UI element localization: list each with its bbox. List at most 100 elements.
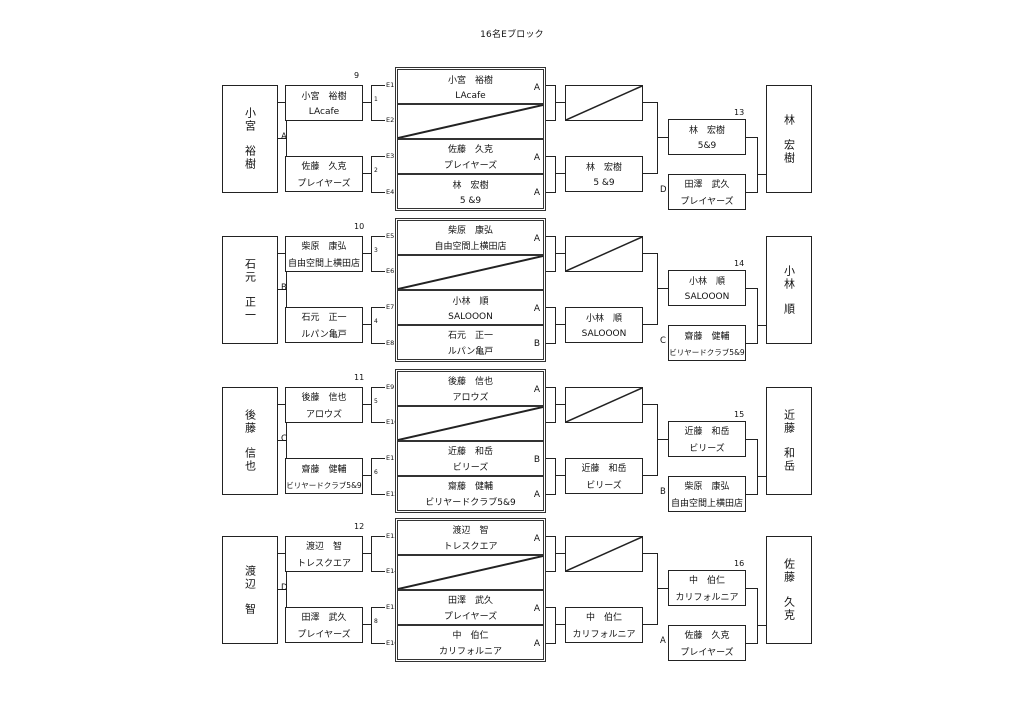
right-winner-box: 林 宏樹: [766, 85, 812, 193]
right-r2-top-box: 近藤 和岳 ビリーズ: [668, 421, 746, 457]
bracket-line: [277, 404, 286, 405]
bracket-line: [371, 236, 372, 271]
bracket-line: [643, 102, 657, 103]
bracket-line: [555, 324, 565, 325]
bracket-line: [363, 624, 371, 625]
group-label: B: [281, 283, 287, 293]
right-round-box: 小林 順 SALOOON: [565, 307, 643, 343]
left-winner-surname: 後藤: [243, 409, 257, 435]
slot-label: E16: [386, 639, 399, 647]
player-club: カリフォルニア: [675, 593, 739, 603]
bracket-line: [643, 624, 657, 625]
bracket-line: [555, 173, 565, 174]
bracket-line: [546, 271, 555, 272]
player-club: ビリヤードクラブ5&9: [669, 347, 745, 357]
left-winner-given: 智: [243, 602, 257, 616]
match-number: 8: [374, 618, 378, 625]
bracket-line: [371, 85, 372, 120]
player-name: 中 伯仁: [585, 613, 622, 623]
bracket-block: 後藤 信也 C 11 後藤 信也 アロウズ 齋藤 健輔 ビリヤードクラブ5&9 …: [0, 369, 1024, 519]
player-name: 佐藤 久克: [684, 631, 730, 641]
right-winner-given: 宏樹: [782, 138, 796, 165]
bye-diagonal-icon: [398, 105, 543, 138]
bracket-line: [546, 307, 555, 308]
seed-number: 10: [354, 222, 365, 231]
result-mark: A: [533, 152, 540, 163]
bracket-line: [657, 288, 668, 289]
slot-label: E13: [386, 532, 399, 540]
bracket-line: [371, 156, 385, 157]
left-winner-box: 後藤 信也: [222, 387, 278, 495]
bracket-line: [643, 475, 657, 476]
slot-label: E3: [386, 152, 395, 160]
left-winner-box: 小宮 裕樹: [222, 85, 278, 193]
group-label: C: [660, 336, 666, 346]
bracket-line: [546, 387, 555, 388]
bracket-line: [286, 404, 287, 475]
bracket-line: [371, 422, 385, 423]
group-label: B: [660, 487, 666, 497]
bracket-line: [746, 494, 757, 495]
center-match-box: 小宮 裕樹 LAcafe A 佐藤 久克 プレイヤーズ A 林 宏樹 5 &9 …: [395, 67, 546, 211]
player-club: トレスクエア: [443, 542, 498, 553]
bracket-line: [371, 120, 385, 121]
player-name: 柴原 康弘: [447, 225, 493, 236]
player-name: 林 宏樹: [585, 162, 622, 173]
right-bye-box: [565, 85, 643, 121]
player-name: 小宮 裕樹: [447, 75, 493, 86]
result-mark: A: [533, 187, 540, 198]
bracket-line: [363, 324, 371, 325]
bracket-line: [546, 571, 555, 572]
bracket-line: [546, 536, 555, 537]
bracket-line: [363, 253, 371, 254]
group-label: D: [281, 583, 288, 593]
player-name: 石元 正一: [301, 313, 347, 323]
round2-bottom-box: 佐藤 久克 プレイヤーズ: [285, 156, 363, 192]
bracket-line: [371, 536, 372, 571]
right-winner-surname: 小林: [782, 264, 796, 291]
player-name: 後藤 信也: [301, 393, 347, 403]
bracket-line: [657, 553, 658, 625]
bracket-line: [546, 120, 555, 121]
bracket-line: [277, 102, 286, 103]
group-label: A: [281, 132, 287, 142]
bracket-line: [757, 137, 758, 193]
bracket-line: [555, 553, 565, 554]
slot-label: E15: [386, 603, 399, 611]
player-club: ビリヤードクラブ5&9: [425, 498, 516, 509]
result-mark: B: [533, 338, 540, 349]
group-label: A: [660, 636, 666, 646]
bracket-line: [277, 253, 286, 254]
slot-label: E7: [386, 303, 395, 311]
center-match-box: 渡辺 智 トレスクエア A 田澤 武久 プレイヤーズ A 中 伯仁 カリフォルニ…: [395, 518, 546, 662]
player-club: ビリーズ: [689, 444, 725, 454]
bracket-line: [371, 236, 385, 237]
left-winner-given: 正一: [243, 296, 257, 322]
bracket-line: [546, 343, 555, 344]
right-r2-top-box: 林 宏樹 5&9: [668, 119, 746, 155]
right-bye-box: [565, 536, 643, 572]
player-name: 齋藤 健輔: [447, 481, 493, 492]
slot-bye: [398, 105, 543, 140]
bracket-line: [371, 307, 372, 343]
player-name: 後藤 信也: [447, 376, 493, 387]
seed-number: 14: [734, 259, 745, 268]
bracket-line: [746, 643, 757, 644]
match-number: 3: [374, 247, 378, 254]
bracket-line: [746, 588, 757, 589]
page-title: 16名Eブロック: [480, 30, 544, 40]
player-name: 小林 順: [452, 296, 489, 307]
player-name: 佐藤 久克: [447, 144, 493, 155]
bracket-line: [371, 607, 385, 608]
slot-label: E1: [386, 81, 395, 89]
slot-label: E6: [386, 267, 395, 275]
player-club: 自由空間上横田店: [670, 499, 743, 509]
result-mark: A: [533, 489, 540, 500]
bracket-line: [277, 553, 286, 554]
bracket-line: [657, 102, 658, 174]
player-club: カリフォルニア: [572, 630, 636, 640]
player-club: SALOOON: [684, 292, 730, 303]
left-winner-box: 石元 正一: [222, 236, 278, 344]
bracket-line: [546, 643, 555, 644]
player-club: ルパン亀戸: [447, 347, 494, 358]
